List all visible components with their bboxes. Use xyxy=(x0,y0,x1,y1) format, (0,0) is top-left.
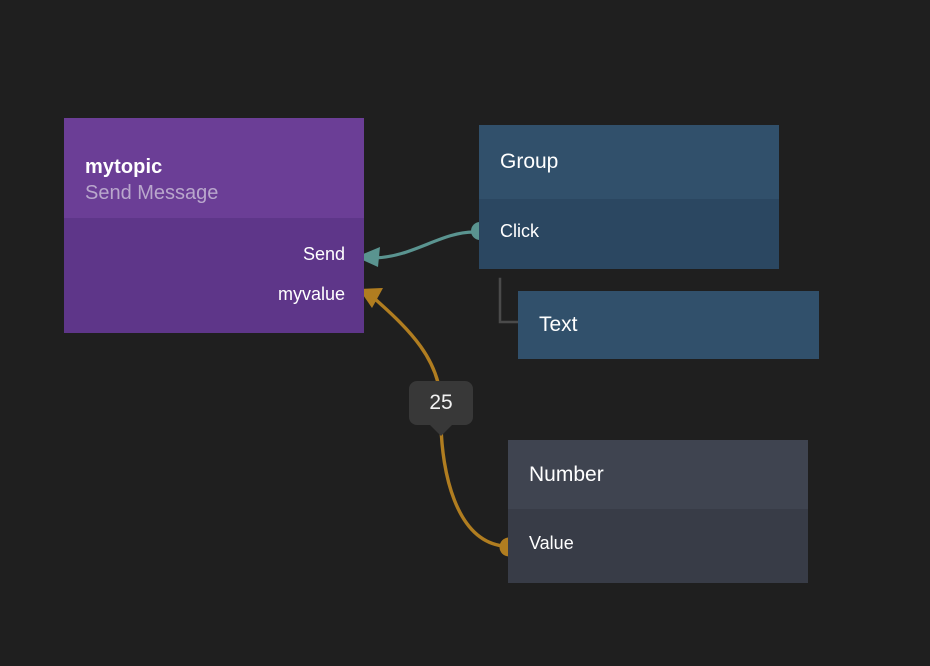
node-mytopic[interactable]: mytopic Send Message Send myvalue xyxy=(64,118,364,333)
node-number-body: Value xyxy=(508,509,808,583)
port-label-send[interactable]: Send xyxy=(302,244,345,264)
edge-value-badge-pointer xyxy=(430,425,452,436)
group-to-text-structure-line xyxy=(498,277,520,324)
node-group-header[interactable]: Group xyxy=(479,125,779,199)
port-label-value[interactable]: Value xyxy=(529,533,574,553)
node-text-header[interactable]: Text xyxy=(518,291,819,359)
node-text[interactable]: Text xyxy=(518,291,819,359)
edge-value-badge[interactable]: 25 xyxy=(409,381,473,436)
node-mytopic-title: mytopic xyxy=(85,156,163,179)
node-mytopic-subtitle: Send Message xyxy=(85,181,219,204)
node-group[interactable]: Group Click xyxy=(479,125,779,269)
node-mytopic-header[interactable]: mytopic Send Message xyxy=(64,118,364,218)
edge-click-to-send[interactable] xyxy=(370,230,476,260)
node-number[interactable]: Number Value xyxy=(508,440,808,583)
port-label-myvalue[interactable]: myvalue xyxy=(277,284,345,304)
port-label-click[interactable]: Click xyxy=(500,221,539,241)
edge-value-badge-text: 25 xyxy=(429,391,453,414)
node-group-title: Group xyxy=(500,150,559,174)
node-text-title: Text xyxy=(539,313,578,337)
node-mytopic-body: Send myvalue xyxy=(64,218,364,333)
node-group-body: Click xyxy=(479,199,779,269)
node-number-title: Number xyxy=(529,462,604,486)
node-number-header[interactable]: Number xyxy=(508,440,808,509)
